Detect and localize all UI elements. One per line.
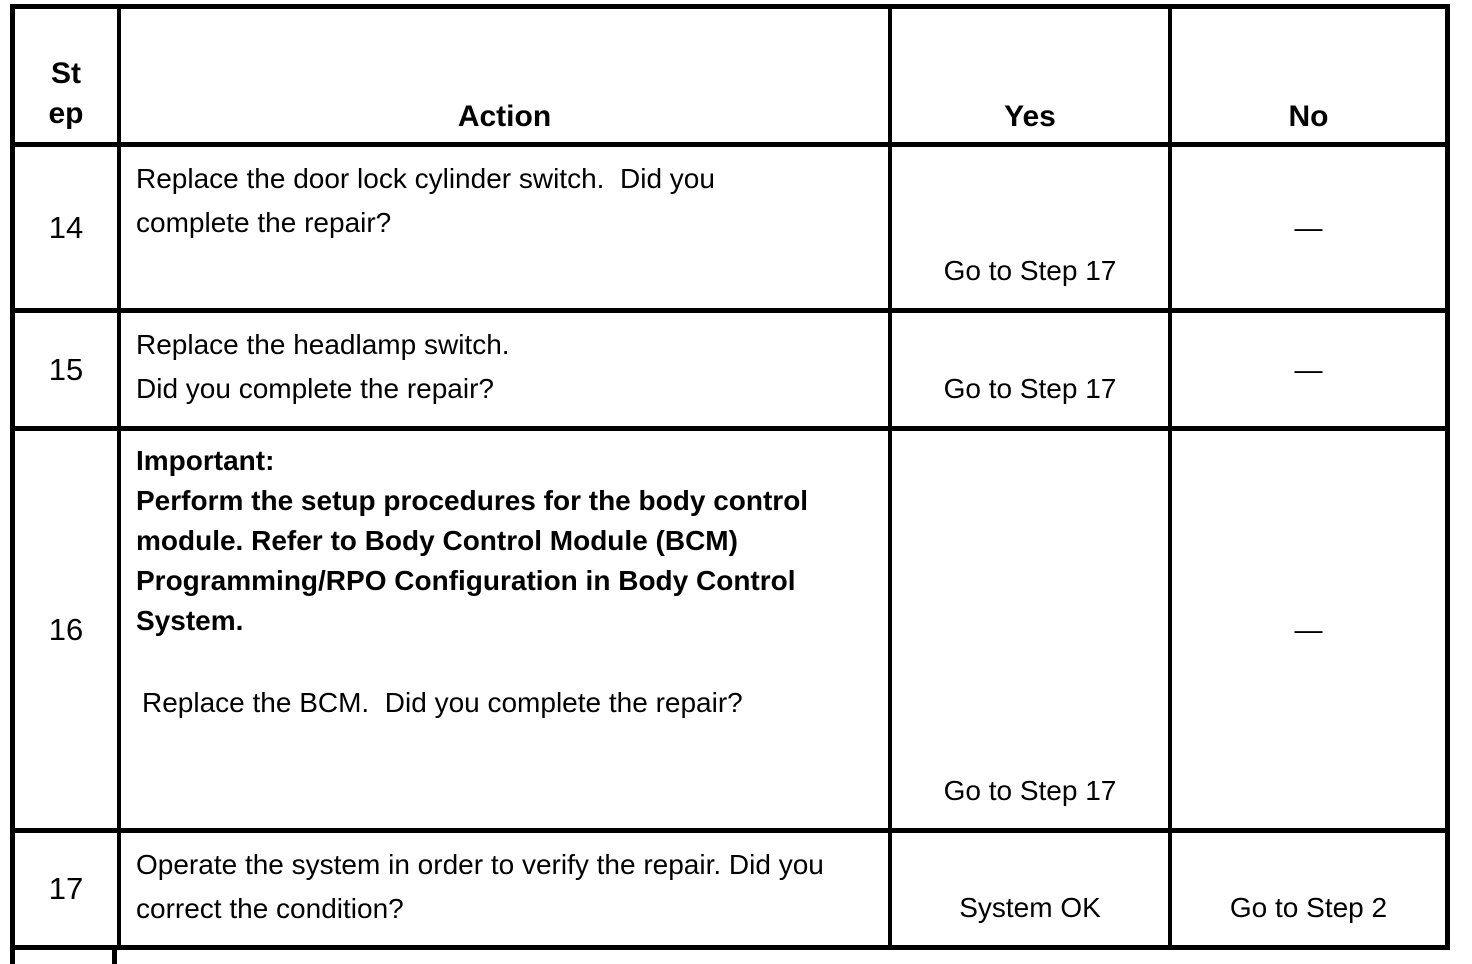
yes-value: Go to Step 17	[943, 255, 1117, 286]
action-cell-15: Replace the headlamp switch. Did you com…	[121, 313, 892, 431]
no-value-dash: —	[1294, 613, 1323, 645]
important-line: Programming/RPO Configuration in Body Co…	[136, 565, 796, 596]
step-cell-16: 16	[15, 431, 121, 833]
no-value: Go to Step 2	[1229, 892, 1388, 923]
table-continuation-border-left	[10, 950, 15, 964]
important-note: Important: Perform the setup procedures …	[136, 441, 868, 641]
action-line: Replace the BCM. Did you complete the re…	[142, 687, 743, 718]
header-step-label-line1: St	[50, 57, 81, 90]
yes-cell-15: Go to Step 17	[892, 313, 1172, 431]
action-line: complete the repair?	[136, 207, 392, 238]
header-step-label-line2: ep	[48, 97, 84, 130]
no-cell-16: —	[1172, 431, 1445, 833]
no-cell-14: —	[1172, 147, 1445, 313]
step-cell-14: 14	[15, 147, 121, 313]
important-line: Perform the setup procedures for the bod…	[136, 485, 809, 516]
table-continuation-border-step	[112, 950, 117, 964]
no-value-dash: —	[1294, 353, 1323, 385]
step-number: 14	[48, 209, 84, 245]
action-line: Replace the headlamp switch.	[136, 329, 510, 360]
diagnostic-step-table: St ep Action Yes No 14 Replace the door …	[10, 4, 1450, 950]
step-number: 16	[48, 611, 84, 647]
header-cell-yes: Yes	[892, 9, 1172, 147]
no-cell-15: —	[1172, 313, 1445, 431]
action-line: correct the condition?	[136, 893, 404, 924]
yes-value: System OK	[959, 892, 1101, 923]
action-cell-17: Operate the system in order to verify th…	[121, 833, 892, 945]
header-action-label: Action	[457, 100, 552, 133]
header-cell-no: No	[1172, 9, 1445, 147]
step-number: 17	[48, 871, 84, 906]
action-line: Replace the door lock cylinder switch. D…	[136, 163, 715, 194]
yes-cell-17: System OK	[892, 833, 1172, 945]
header-cell-action: Action	[121, 9, 892, 147]
action-line: Did you complete the repair?	[136, 373, 494, 404]
step-cell-15: 15	[15, 313, 121, 431]
action-cell-14: Replace the door lock cylinder switch. D…	[121, 147, 892, 313]
no-cell-17: Go to Step 2	[1172, 833, 1445, 945]
action-cell-16: Important: Perform the setup procedures …	[121, 431, 892, 833]
important-line: module. Refer to Body Control Module (BC…	[136, 525, 738, 556]
no-value-dash: —	[1294, 211, 1323, 243]
header-no-label: No	[1288, 100, 1329, 133]
header-yes-label: Yes	[1004, 100, 1056, 133]
yes-value: Go to Step 17	[943, 775, 1117, 806]
yes-value: Go to Step 17	[943, 373, 1117, 404]
yes-cell-14: Go to Step 17	[892, 147, 1172, 313]
step-cell-17: 17	[15, 833, 121, 945]
header-step-label: St ep	[48, 54, 83, 134]
action-line: Operate the system in order to verify th…	[136, 849, 824, 880]
yes-cell-16: Go to Step 17	[892, 431, 1172, 833]
header-cell-step: St ep	[15, 9, 121, 147]
step-number: 15	[48, 351, 84, 387]
important-line: Important:	[136, 445, 275, 476]
important-line: System.	[136, 605, 244, 636]
